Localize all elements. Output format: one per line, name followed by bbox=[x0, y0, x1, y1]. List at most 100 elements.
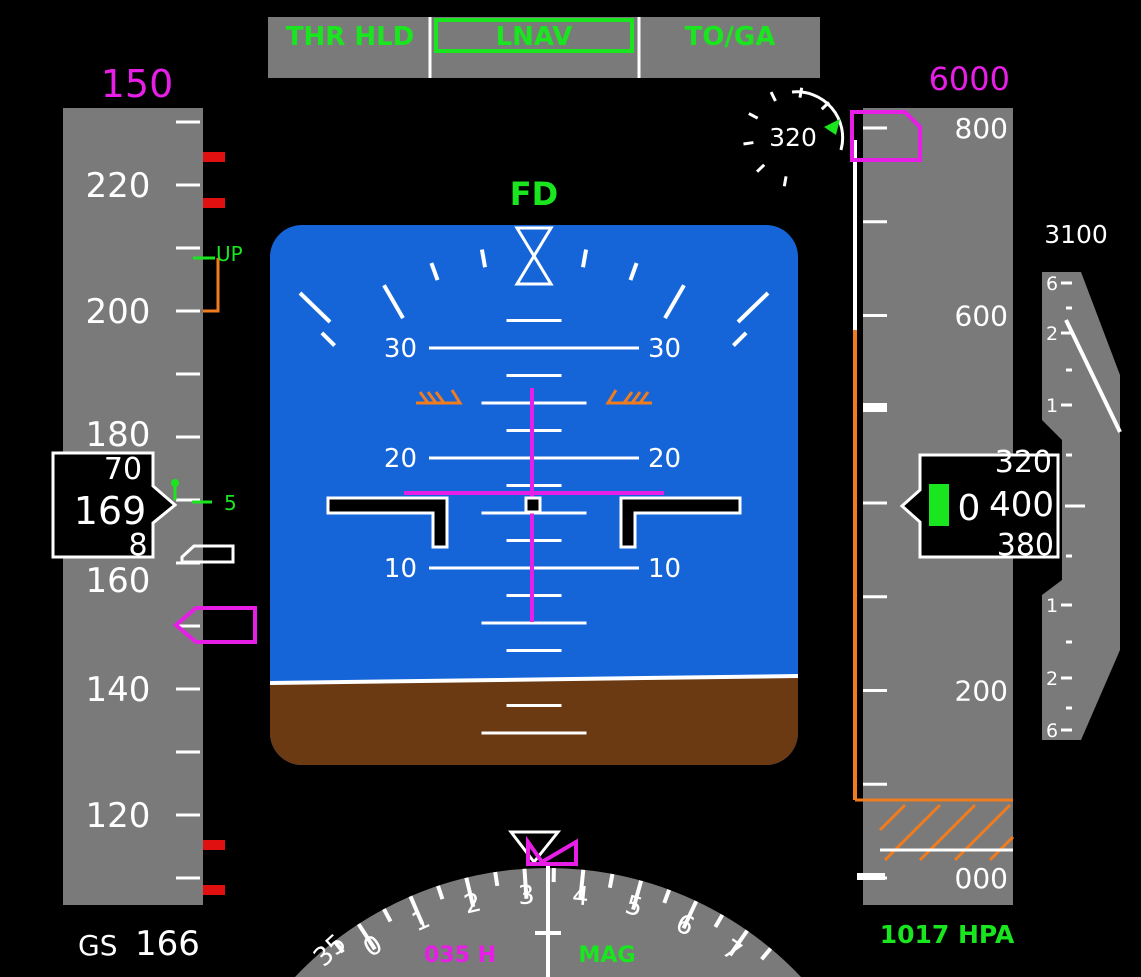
selected-speed: 150 bbox=[101, 62, 174, 106]
speed-tape-label: 160 bbox=[86, 561, 151, 601]
heading-tick bbox=[464, 877, 476, 908]
vsi-scale-label: 6 bbox=[1046, 720, 1058, 742]
current-speed: 169 bbox=[74, 489, 147, 533]
amber-speed-band bbox=[203, 258, 220, 313]
altitude-roll-upper: 320 bbox=[995, 445, 1052, 480]
heading-pointer bbox=[507, 830, 562, 865]
roll-tick bbox=[736, 291, 770, 324]
heading-tick bbox=[382, 908, 393, 923]
roll-tick bbox=[429, 262, 440, 281]
heading-tick bbox=[578, 869, 586, 900]
pitch-label-left: 10 bbox=[384, 554, 417, 584]
minimums-pointer bbox=[824, 119, 840, 135]
mode-change-box bbox=[434, 18, 634, 53]
flight-director-annunciation: FD bbox=[510, 175, 558, 213]
speed-tape-label: 200 bbox=[86, 292, 151, 332]
roll-tick bbox=[628, 262, 639, 281]
heading-tick bbox=[408, 895, 425, 925]
fma-background bbox=[268, 17, 820, 78]
altitude-hatch-indicator bbox=[929, 484, 949, 526]
vsi-scale-label: 1 bbox=[1046, 595, 1058, 617]
vertical-speed-indicator: 3100 6 2 1 1 2 6 bbox=[1042, 220, 1122, 742]
ground-speed: 166 bbox=[135, 924, 200, 964]
pitch-label-right: 20 bbox=[648, 444, 681, 474]
aircraft-center-symbol bbox=[524, 496, 542, 514]
heading-reference: MAG bbox=[579, 943, 636, 968]
roll-tick bbox=[382, 284, 405, 320]
current-speed-box bbox=[51, 451, 178, 559]
vsi-scale-label: 2 bbox=[1046, 668, 1058, 690]
heading-tick bbox=[631, 880, 644, 911]
heading-tick bbox=[760, 947, 773, 961]
heading-tick bbox=[356, 922, 377, 951]
speed-tape-label: 220 bbox=[86, 166, 151, 206]
altitude-marker bbox=[857, 873, 885, 880]
speed-tape-label: 180 bbox=[86, 415, 151, 455]
roll-tick bbox=[479, 249, 488, 268]
speed-trend-tip bbox=[171, 479, 179, 487]
speed-roll-upper: 70 bbox=[104, 452, 142, 487]
roll-pointer bbox=[514, 226, 554, 286]
overspeed-marker bbox=[203, 198, 225, 208]
heading-scale-label: 2 bbox=[461, 887, 484, 920]
altitude-tape-label: 600 bbox=[955, 300, 1008, 333]
vsi-scale-label: 6 bbox=[1046, 273, 1058, 295]
vsi-scale-label: 2 bbox=[1046, 323, 1058, 345]
speed-roll-lower: 8 bbox=[128, 528, 147, 563]
pitch-mode: TO/GA bbox=[685, 22, 776, 52]
speed-tape-label: 120 bbox=[86, 796, 151, 836]
pitch-label-right: 30 bbox=[648, 334, 681, 364]
heading-scale-label: 4 bbox=[571, 881, 591, 913]
selected-speed-bug bbox=[172, 606, 257, 644]
roll-tick bbox=[580, 249, 589, 268]
altitude-tape-label: 000 bbox=[955, 862, 1008, 895]
minimum-speed-marker bbox=[203, 840, 225, 850]
radio-altitude-tick bbox=[743, 141, 754, 146]
altitude-500-marker bbox=[863, 403, 887, 412]
roll-tick bbox=[320, 331, 337, 348]
radio-altitude-tick bbox=[755, 163, 766, 173]
barometric-setting: 1017 HPA bbox=[880, 920, 1015, 949]
selected-altitude: 6000 bbox=[929, 60, 1010, 98]
selected-heading-bug bbox=[526, 835, 578, 866]
radio-altitude: 320 bbox=[769, 123, 817, 152]
vertical-speed-pointer bbox=[1064, 319, 1122, 433]
selected-altitude-bug bbox=[850, 110, 922, 162]
flap-speed-label: 5 bbox=[224, 491, 237, 515]
pitch-label-left: 20 bbox=[384, 444, 417, 474]
right-aircraft-symbol bbox=[619, 496, 742, 549]
flap-marker-label: UP bbox=[216, 242, 243, 266]
radio-altitude-tick bbox=[748, 112, 759, 120]
heading-tick bbox=[436, 885, 445, 900]
minimum-speed-marker bbox=[203, 885, 225, 895]
heading-scale-label: 5 bbox=[622, 890, 646, 923]
radio-altitude-arc bbox=[791, 90, 845, 151]
heading-tick bbox=[713, 913, 725, 928]
thrust-mode: THR HLD bbox=[286, 22, 414, 52]
attitude-indicator: 30 30 20 20 10 10 FD bbox=[270, 175, 798, 765]
radio-altitude-tick bbox=[782, 176, 788, 187]
reference-speed-bug bbox=[180, 544, 235, 564]
heading-tick bbox=[662, 889, 672, 904]
vsi-scale-label: 1 bbox=[1046, 395, 1058, 417]
pitch-limit-indicator bbox=[416, 389, 652, 405]
roll-mode: LNAV bbox=[496, 22, 573, 52]
pitch-label-right: 10 bbox=[648, 554, 681, 584]
altitude-tape-label: 200 bbox=[955, 675, 1008, 708]
altitude-thousands: 0 bbox=[958, 488, 981, 529]
pitch-label-left: 30 bbox=[384, 334, 417, 364]
vertical-speed-readout: 3100 bbox=[1044, 220, 1108, 249]
roll-scale bbox=[298, 249, 770, 348]
ground-speed-label: GS bbox=[78, 929, 117, 962]
radio-altitude-dial: 320 bbox=[743, 87, 845, 187]
altitude-hundreds: 400 bbox=[989, 485, 1054, 525]
heading-tick bbox=[332, 939, 345, 954]
roll-tick bbox=[298, 291, 332, 324]
radio-altitude-tick bbox=[769, 91, 777, 102]
left-aircraft-symbol bbox=[326, 496, 449, 549]
heading-scale-label: 3 bbox=[517, 880, 536, 911]
